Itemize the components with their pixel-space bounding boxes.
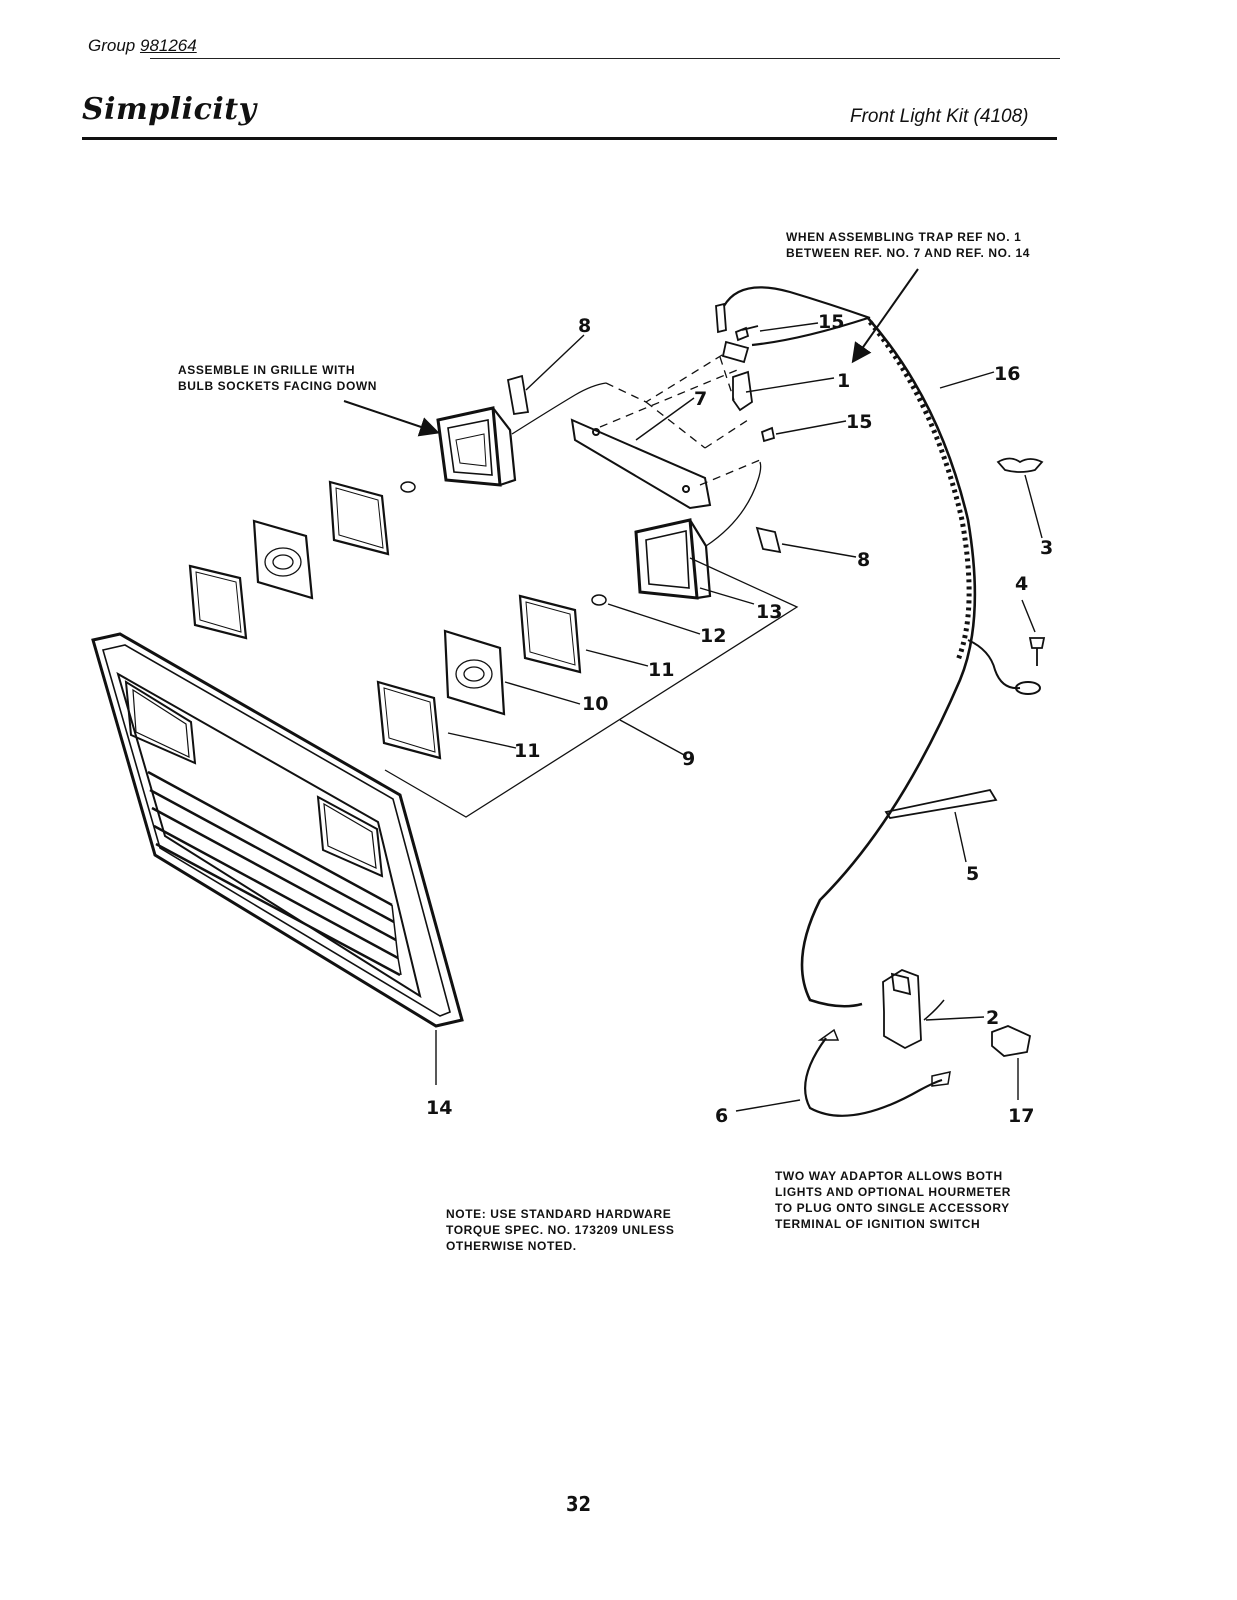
- kit-bracket-outline: [384, 557, 799, 818]
- page-title: Front Light Kit (4108): [850, 106, 1029, 127]
- callout-8-lower: 8: [857, 549, 870, 571]
- header-rule-thick: [82, 137, 1057, 140]
- callout-9: 9: [682, 748, 695, 770]
- callout-labels: 1 2 3 4 5 6 7 8 8 9 10 11 11 12 13 14 15…: [426, 311, 1053, 1127]
- callout-6: 6: [715, 1105, 728, 1127]
- callout-2: 2: [986, 1007, 999, 1029]
- page-number: 32: [566, 1492, 592, 1516]
- callout-11-upper: 11: [648, 659, 674, 681]
- leader-lines: [343, 268, 1043, 1112]
- mounting-bar: [570, 418, 712, 510]
- callout-5: 5: [966, 863, 979, 885]
- callout-11-lower: 11: [514, 740, 540, 762]
- hardware-pieces: [715, 302, 1046, 1057]
- callout-13: 13: [756, 601, 782, 623]
- upper-lens-set: [188, 480, 416, 640]
- note-trap-assembly: WHEN ASSEMBLING TRAP REF NO. 1 BETWEEN R…: [786, 230, 1030, 260]
- callout-15-lower: 15: [846, 411, 872, 433]
- callout-1: 1: [837, 370, 850, 392]
- callout-3: 3: [1040, 537, 1053, 559]
- callout-17: 17: [1008, 1105, 1034, 1127]
- grille-part: [91, 632, 464, 1028]
- note-two-way-adaptor: TWO WAY ADAPTOR ALLOWS BOTH LIGHTS AND O…: [775, 1169, 1012, 1231]
- note-standard-hardware: NOTE: USE STANDARD HARDWARE TORQUE SPEC.…: [446, 1207, 675, 1253]
- callout-7: 7: [694, 388, 707, 410]
- callout-15-upper: 15: [818, 311, 844, 333]
- group-label: Group 981264: [88, 36, 197, 56]
- assembly-guide-lines: [599, 351, 761, 486]
- group-number: 981264: [139, 36, 197, 55]
- lower-lens-set: [376, 594, 582, 760]
- group-prefix: Group: [88, 36, 136, 55]
- lower-headlamp: [591, 461, 762, 606]
- brand-logo: Simplicity: [82, 92, 257, 127]
- callout-8-upper: 8: [578, 315, 591, 337]
- wiring-harness: [723, 286, 1041, 1117]
- upper-headlamp: [436, 374, 607, 487]
- callout-12: 12: [700, 625, 726, 647]
- header-rule-thin: [150, 58, 1060, 59]
- callout-16: 16: [994, 363, 1020, 385]
- callout-4: 4: [1015, 573, 1028, 595]
- note-assemble-in-grille: ASSEMBLE IN GRILLE WITH BULB SOCKETS FAC…: [178, 363, 378, 393]
- callout-14: 14: [426, 1097, 452, 1119]
- callout-10: 10: [582, 693, 608, 715]
